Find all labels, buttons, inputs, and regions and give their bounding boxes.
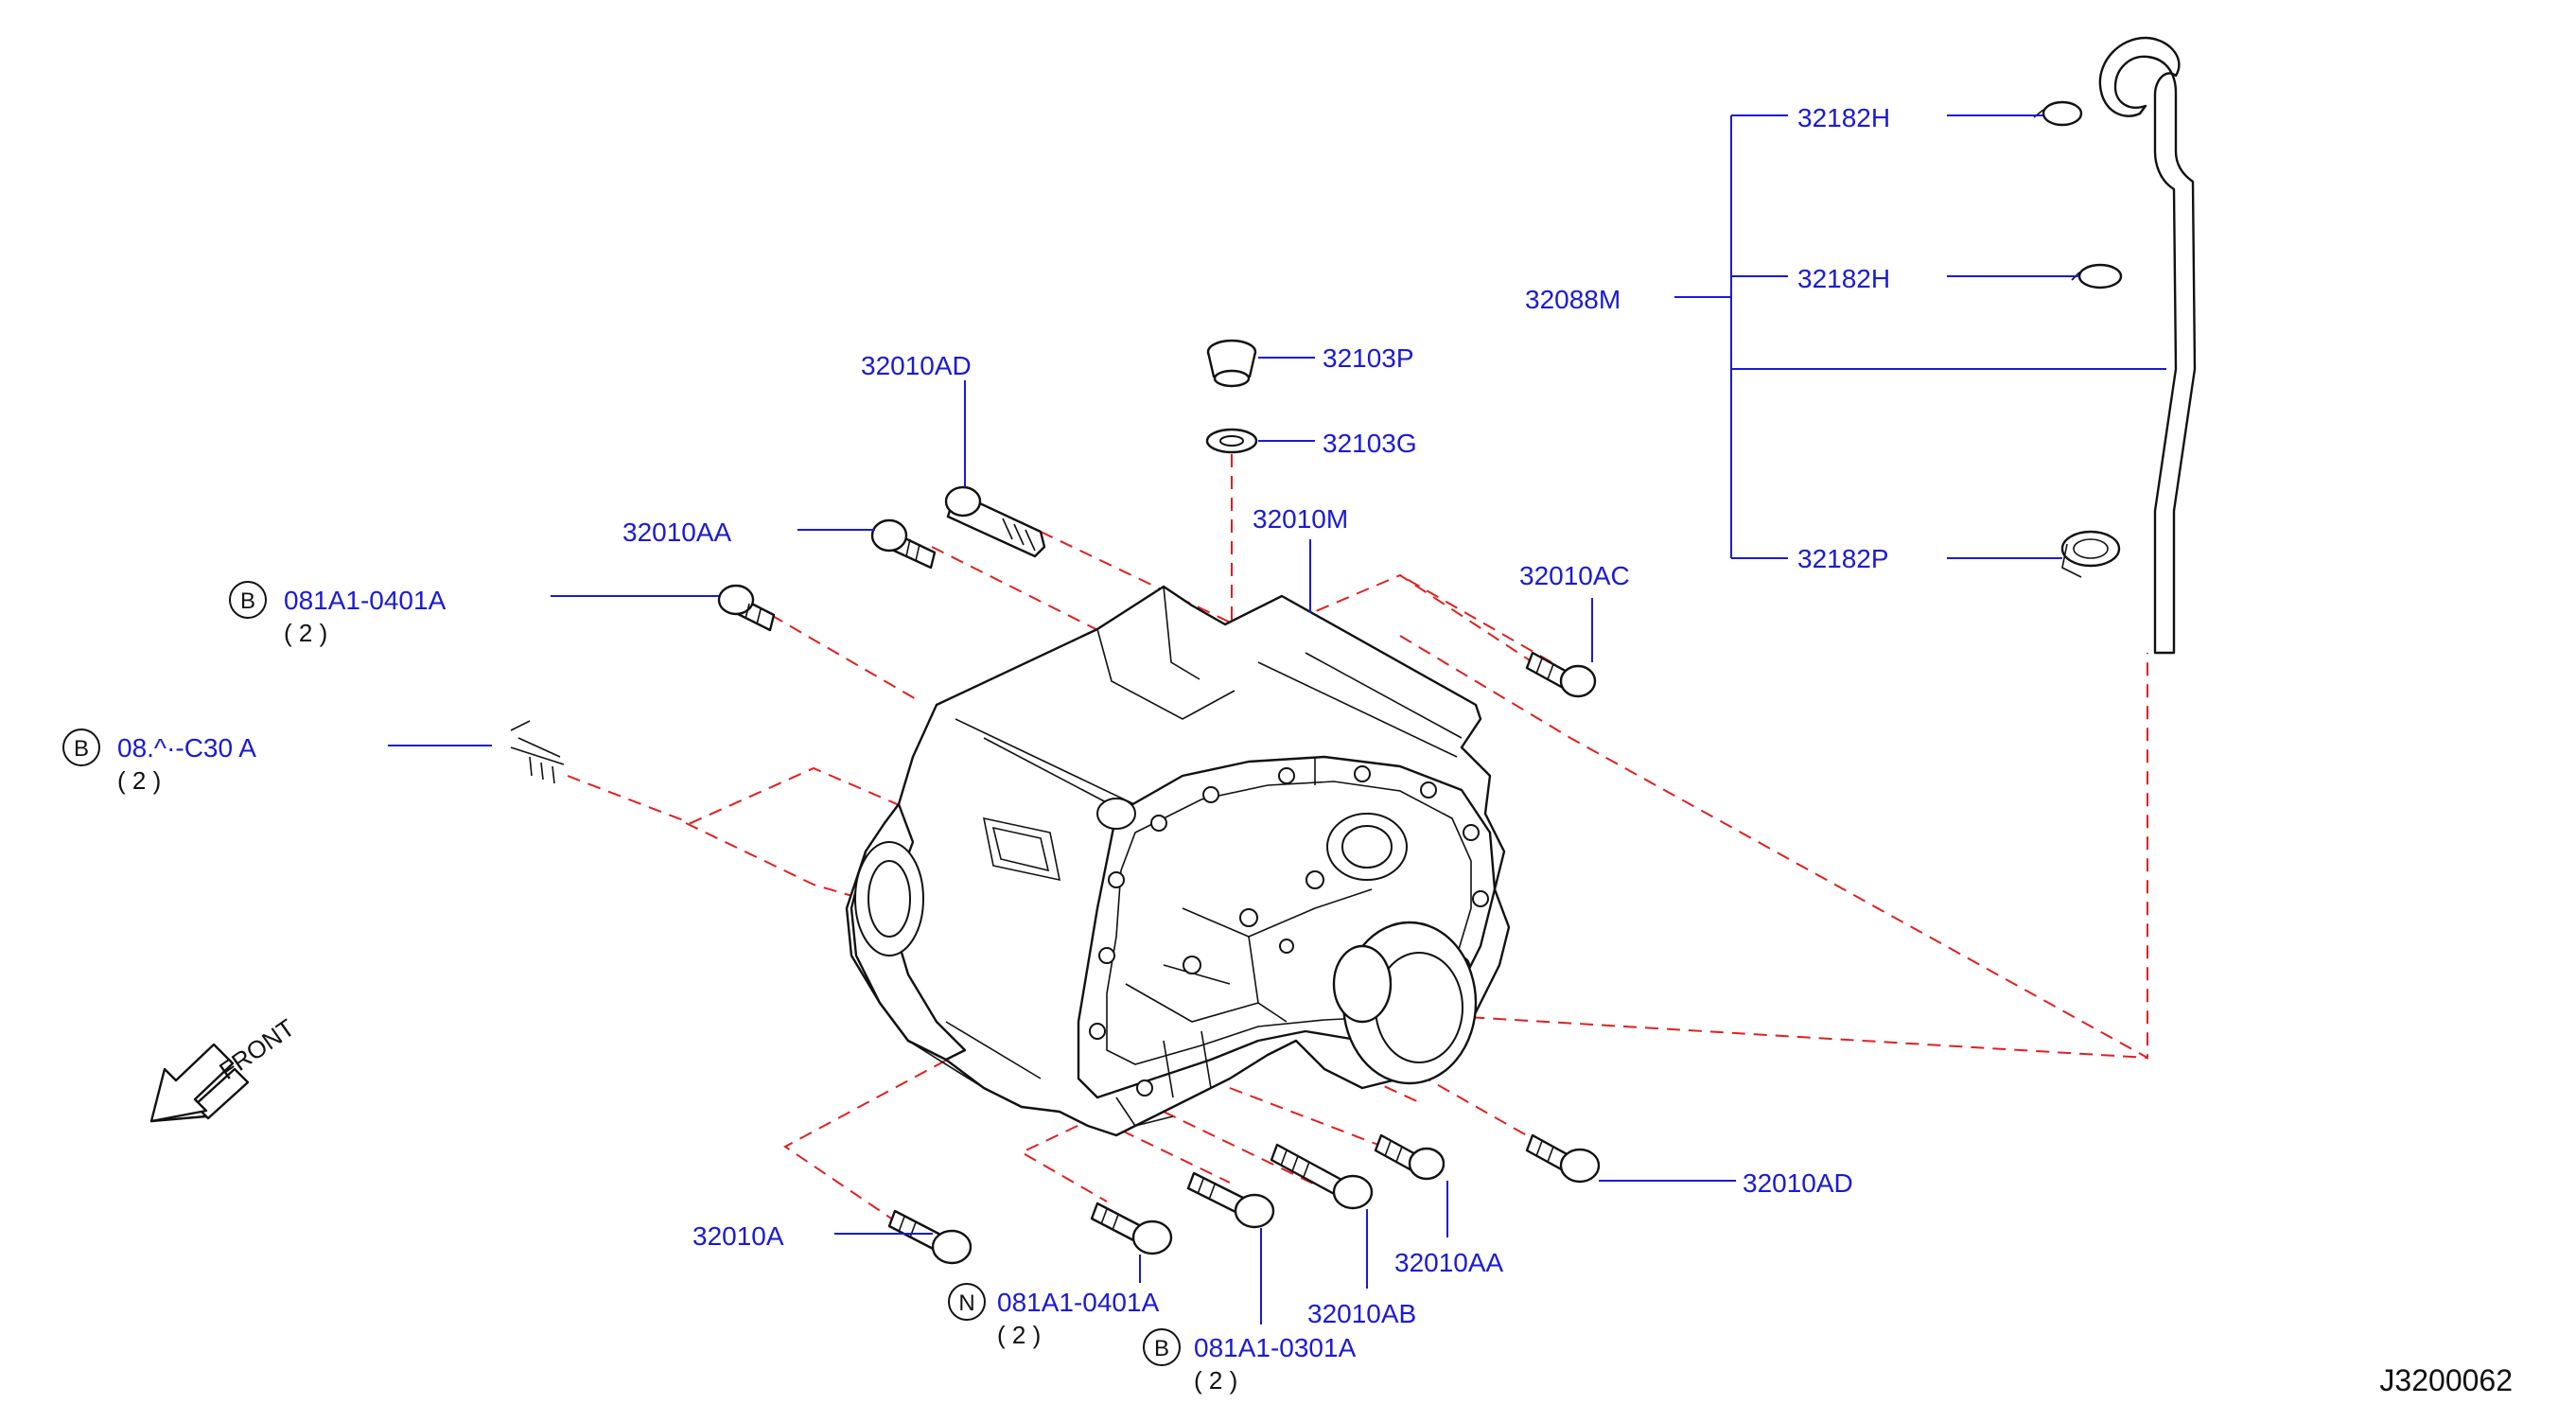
bolt-faded-left bbox=[510, 720, 565, 784]
label-32088M: 32088M bbox=[1525, 285, 1621, 314]
circle-letter-b2: B bbox=[74, 736, 89, 762]
leader-lines bbox=[388, 114, 2166, 1325]
bolt-32010AD-top bbox=[944, 485, 1046, 558]
front-arrow: FRONT bbox=[149, 1013, 300, 1123]
part-labels: 32182H 32182H 32088M 32182P 32010AD 3210… bbox=[117, 103, 1890, 1395]
bolt-32010A bbox=[887, 1209, 973, 1265]
circle-letter-n: N bbox=[958, 1290, 974, 1316]
dashed-guide-lines bbox=[567, 454, 2148, 1231]
label-081A1-0401A-bottom: 081A1-0401A bbox=[997, 1288, 1160, 1317]
washer-32103G bbox=[1205, 428, 1258, 454]
label-32010AD-top: 32010AD bbox=[861, 351, 972, 380]
circle-letter-b1: B bbox=[240, 588, 255, 614]
circle-prefixes: B B N B bbox=[62, 581, 1181, 1366]
label-32010AA-bottom: 32010AA bbox=[1394, 1248, 1504, 1277]
label-32010AA-top: 32010AA bbox=[622, 518, 732, 547]
bolt-081A1-0401A-left bbox=[717, 584, 776, 632]
hose-clamp-32182P bbox=[2060, 530, 2121, 578]
transmission-case bbox=[845, 585, 1511, 1137]
label-faded-bolt: 08.^·-C30 A bbox=[117, 733, 256, 763]
qty-081A1-0301A: ( 2 ) bbox=[1194, 1366, 1237, 1395]
front-label: FRONT bbox=[214, 1013, 300, 1085]
label-32010AC: 32010AC bbox=[1519, 561, 1630, 590]
qty-081A1-0401A-left: ( 2 ) bbox=[284, 619, 327, 647]
circle-letter-b3: B bbox=[1154, 1336, 1169, 1361]
label-32182H-mid: 32182H bbox=[1797, 264, 1890, 293]
label-32182P: 32182P bbox=[1797, 544, 1889, 573]
label-32010AB: 32010AB bbox=[1307, 1299, 1416, 1328]
drain-plug-32103P bbox=[1206, 339, 1257, 388]
label-32010M: 32010M bbox=[1253, 504, 1348, 534]
qty-faded-bolt: ( 2 ) bbox=[117, 766, 161, 795]
bolt-081A1-0301A bbox=[1186, 1171, 1275, 1229]
label-081A1-0401A-left: 081A1-0401A bbox=[284, 586, 447, 615]
bolt-32010AA-top bbox=[870, 518, 937, 570]
bolt-081A1-0401A-bottom bbox=[1090, 1202, 1173, 1255]
qty-081A1-0401A-bottom: ( 2 ) bbox=[997, 1321, 1041, 1349]
dipstick-tube bbox=[2098, 36, 2197, 655]
label-32103G: 32103G bbox=[1323, 429, 1417, 458]
label-32182H-top: 32182H bbox=[1797, 103, 1890, 132]
bolt-32010AC bbox=[1525, 651, 1597, 698]
label-081A1-0301A: 081A1-0301A bbox=[1194, 1333, 1357, 1362]
bolt-32010AA-bottom bbox=[1374, 1133, 1446, 1181]
label-32103P: 32103P bbox=[1323, 343, 1414, 373]
label-32010A: 32010A bbox=[692, 1221, 784, 1251]
bolt-32010AB bbox=[1270, 1143, 1374, 1210]
hose-clamp-32182H-top bbox=[2033, 100, 2083, 127]
label-32010AD-right: 32010AD bbox=[1743, 1168, 1853, 1198]
bolt-32010AD-right bbox=[1525, 1133, 1601, 1184]
diagram-code: J3200062 bbox=[2379, 1363, 2513, 1397]
